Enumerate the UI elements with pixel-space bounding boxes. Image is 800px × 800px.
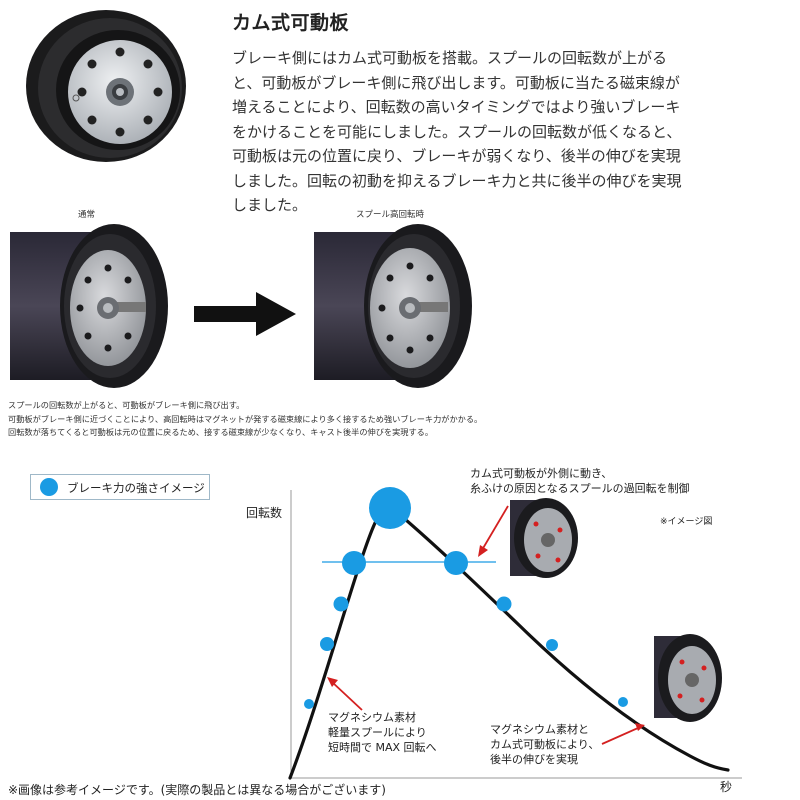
brake-dot xyxy=(304,699,314,709)
annotation-arrow-right xyxy=(601,723,645,745)
brake-dot xyxy=(342,551,366,575)
caption-line: 可動板がブレーキ側に近づくことにより、高回転時はマグネットが発する磁束線により多… xyxy=(8,413,483,424)
description-line: 増えることにより、回転数の高いタイミングではより強いブレーキ xyxy=(232,98,681,116)
annotation-right: マグネシウム素材と カム式可動板により、 後半の伸びを実現 xyxy=(490,722,599,767)
description-line: しました。 xyxy=(232,196,308,214)
y-axis-label: 回転数 xyxy=(246,506,283,520)
brake-dot-max xyxy=(369,487,411,529)
x-axis-label: 秒 xyxy=(720,780,733,794)
inset-spool-low xyxy=(654,634,722,722)
caption-line: 回転数が落ちてくると可動板は元の位置に戻るため、接する磁束線が少なくなり、キャス… xyxy=(8,427,434,437)
description-line: と、可動板がブレーキ側に飛び出します。可動板に当たる磁束線が xyxy=(232,73,680,92)
brake-dot xyxy=(496,596,512,612)
photo-caption: スプールの回転数が上がると、可動板がブレーキ側に飛び出す。 可動板がブレーキ側に… xyxy=(8,399,482,440)
photo-label-normal: 通常 xyxy=(78,210,96,220)
legend-label: ブレーキ力の強さイメージ xyxy=(67,481,205,495)
legend-dot xyxy=(40,478,58,496)
description-line: ブレーキ側にはカム式可動板を搭載。スプールの回転数が上がる xyxy=(232,49,668,67)
annotation-arrow-top xyxy=(478,505,509,557)
annotation-top: カム式可動板が外側に動き、 糸ふけの原因となるスプールの過回転を制御 xyxy=(470,466,690,496)
brake-dot xyxy=(546,639,558,651)
transition-arrow-icon xyxy=(194,292,296,336)
annotation-line: カム式可動板が外側に動き、 xyxy=(470,467,613,480)
annotation-line: 糸ふけの原因となるスプールの過回転を制御 xyxy=(470,482,690,495)
section-title: カム式可動板 xyxy=(232,12,350,34)
spool-photo-high-rpm xyxy=(314,224,472,388)
brake-dot xyxy=(444,551,468,575)
annotation-line: 軽量スプールにより xyxy=(328,726,427,739)
caption-line: スプールの回転数が上がると、可動板がブレーキ側に飛び出す。 xyxy=(8,400,245,410)
footnote: ※画像は参考イメージです。(実際の製品とは異なる場合がございます) xyxy=(8,783,386,797)
spool-photo-normal xyxy=(10,224,168,388)
annotation-left: マグネシウム素材 軽量スプールにより 短時間で MAX 回転へ xyxy=(328,710,437,755)
annotation-line: 短時間で MAX 回転へ xyxy=(328,741,437,754)
brake-dot xyxy=(333,596,349,612)
annotation-line: マグネシウム素材 xyxy=(328,711,416,724)
spool-photo-top xyxy=(26,10,186,162)
brake-dot xyxy=(320,637,334,651)
annotation-arrow-left xyxy=(327,677,363,711)
annotation-line: マグネシウム素材と xyxy=(490,723,589,736)
brake-dot xyxy=(618,697,628,707)
description: ブレーキ側にはカム式可動板を搭載。スプールの回転数が上がる と、可動板がブレーキ… xyxy=(232,46,732,218)
annotation-line: カム式可動板により、 xyxy=(490,738,600,751)
description-line: 可動板は元の位置に戻り、ブレーキが弱くなり、後半の伸びを実現 xyxy=(232,147,681,165)
legend: ブレーキ力の強さイメージ xyxy=(30,474,210,500)
description-line: をかけることを可能にしました。スプールの回転数が低くなると、 xyxy=(232,122,682,141)
description-line: しました。回転の初動を抑えるブレーキ力と共に後半の伸びを実現 xyxy=(232,171,682,190)
inset-spool-high xyxy=(510,498,578,578)
image-note: ※イメージ図 xyxy=(660,517,713,527)
annotation-line: 後半の伸びを実現 xyxy=(490,753,578,766)
photo-label-high-rpm: スプール高回転時 xyxy=(356,210,425,220)
